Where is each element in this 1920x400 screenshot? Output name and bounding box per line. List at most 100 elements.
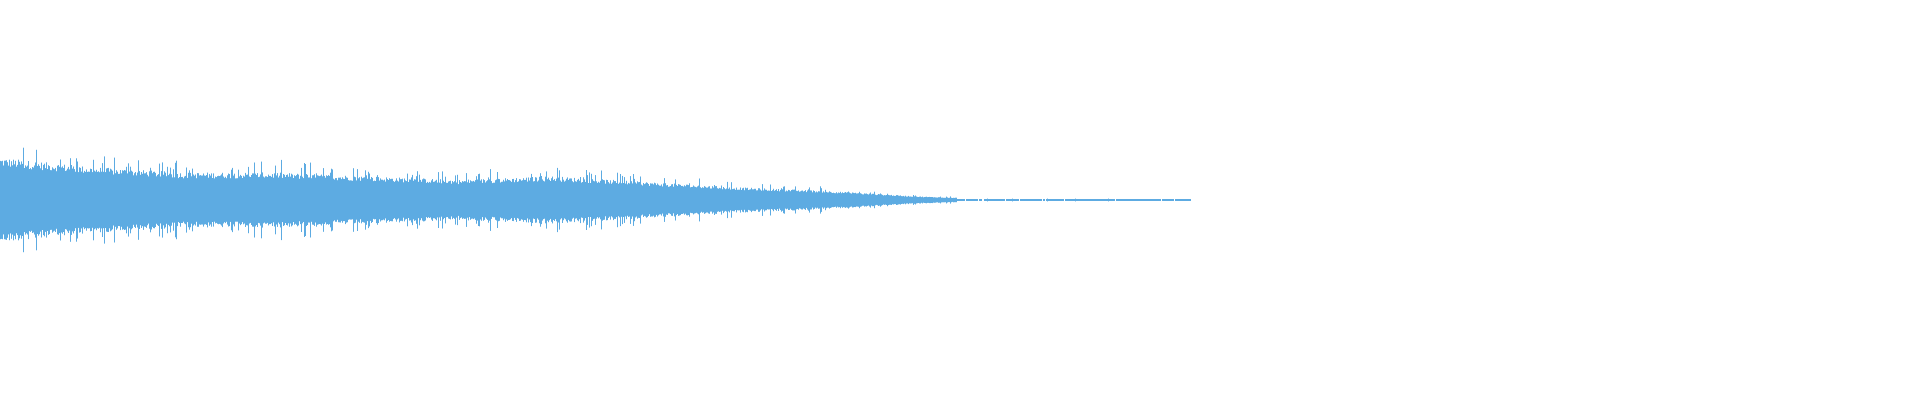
waveform-bar (1183, 199, 1184, 201)
waveform-bar (278, 177, 279, 223)
waveform-bar (1159, 199, 1160, 201)
waveform-bar (590, 183, 591, 217)
waveform-bar (881, 194, 882, 206)
waveform-bar (429, 181, 430, 218)
waveform-bar (905, 195, 906, 205)
waveform-bar (954, 197, 955, 203)
waveform-bar (203, 173, 204, 227)
waveform-bar (1133, 199, 1134, 201)
waveform-bar (751, 187, 752, 213)
waveform-bar (902, 196, 903, 204)
waveform-bar (554, 179, 555, 221)
waveform-bar (995, 199, 996, 201)
waveform-bar (561, 181, 562, 219)
waveform-bar (1004, 199, 1005, 201)
waveform-bar (1128, 199, 1129, 201)
waveform-bar (1157, 199, 1158, 201)
waveform-bar (420, 179, 421, 221)
waveform-bar (358, 178, 359, 222)
waveform-bar (10, 166, 11, 234)
waveform-bar (933, 197, 934, 203)
waveform-bar (457, 174, 458, 226)
waveform-bar (216, 177, 217, 223)
waveform-bar (855, 192, 856, 208)
waveform-bar (773, 188, 774, 212)
waveform-bar (6, 160, 7, 240)
waveform-bar (222, 172, 223, 228)
waveform-bar (1089, 199, 1090, 201)
waveform-bar (574, 177, 575, 223)
waveform-bar (1113, 199, 1114, 201)
waveform-bar (708, 186, 709, 214)
waveform-bar (1001, 199, 1002, 201)
waveform-bar (1020, 199, 1021, 201)
waveform-bar (313, 175, 314, 225)
waveform-bar (783, 186, 784, 214)
waveform-bar (513, 178, 514, 222)
waveform-bar (1006, 199, 1007, 201)
waveform-bar (729, 187, 730, 213)
waveform-bar (1098, 199, 1099, 201)
waveform-bar (1076, 199, 1077, 201)
waveform-bar (246, 174, 247, 226)
waveform-bar (799, 191, 800, 209)
waveform-bar (169, 173, 170, 227)
waveform-bar (673, 186, 674, 214)
waveform-bar (1018, 199, 1019, 201)
waveform-bar (870, 192, 871, 208)
waveform-bar (37, 166, 38, 234)
waveform-bar (388, 180, 389, 220)
waveform-bar (1124, 199, 1125, 201)
waveform-bar (176, 160, 177, 240)
waveform-bar (826, 191, 827, 209)
waveform-bar (437, 182, 438, 218)
waveform-bar (857, 193, 858, 207)
waveform-bar (1051, 199, 1052, 201)
waveform-bar (1056, 199, 1057, 201)
waveform-bar (215, 176, 216, 224)
waveform-bar (138, 160, 139, 240)
waveform-bar (42, 170, 43, 230)
waveform-bar (421, 181, 422, 219)
waveform-bar (927, 197, 928, 203)
waveform-bar (614, 181, 615, 219)
waveform-bar (147, 174, 148, 226)
waveform-bar (884, 195, 885, 205)
waveform-bar (889, 195, 890, 205)
waveform-bar (640, 176, 641, 224)
waveform-bar (573, 182, 574, 218)
waveform-bar (277, 173, 278, 227)
waveform-bar (737, 189, 738, 211)
waveform-bar (345, 175, 346, 225)
waveform-bar (607, 180, 608, 221)
waveform-bar (253, 173, 254, 227)
waveform-bar (922, 196, 923, 204)
waveform-bar (5, 160, 6, 240)
waveform-bar (108, 167, 109, 232)
waveform-bar (375, 181, 376, 220)
waveform-bar (740, 187, 741, 213)
waveform-bar (1112, 199, 1113, 201)
waveform-bar (917, 196, 918, 204)
waveform-bar (972, 199, 973, 201)
waveform-bar (132, 171, 133, 229)
waveform-bar (15, 160, 16, 240)
waveform-bar (1047, 198, 1048, 202)
waveform-bar (347, 177, 348, 223)
waveform-bar (1044, 199, 1045, 201)
waveform-bar (154, 171, 155, 229)
waveform-bar (398, 181, 399, 219)
waveform-bar (1116, 199, 1117, 201)
waveform-bar (683, 186, 684, 214)
waveform-bar (519, 179, 520, 221)
waveform-bar (861, 193, 862, 207)
waveform-bar (803, 191, 804, 209)
waveform-bar (790, 191, 791, 209)
waveform-bar (1160, 199, 1161, 201)
waveform-bar (0, 160, 1, 240)
waveform-bar (990, 199, 991, 201)
waveform-bar (709, 186, 710, 214)
waveform-bar (492, 183, 493, 217)
waveform-bar (674, 183, 675, 217)
